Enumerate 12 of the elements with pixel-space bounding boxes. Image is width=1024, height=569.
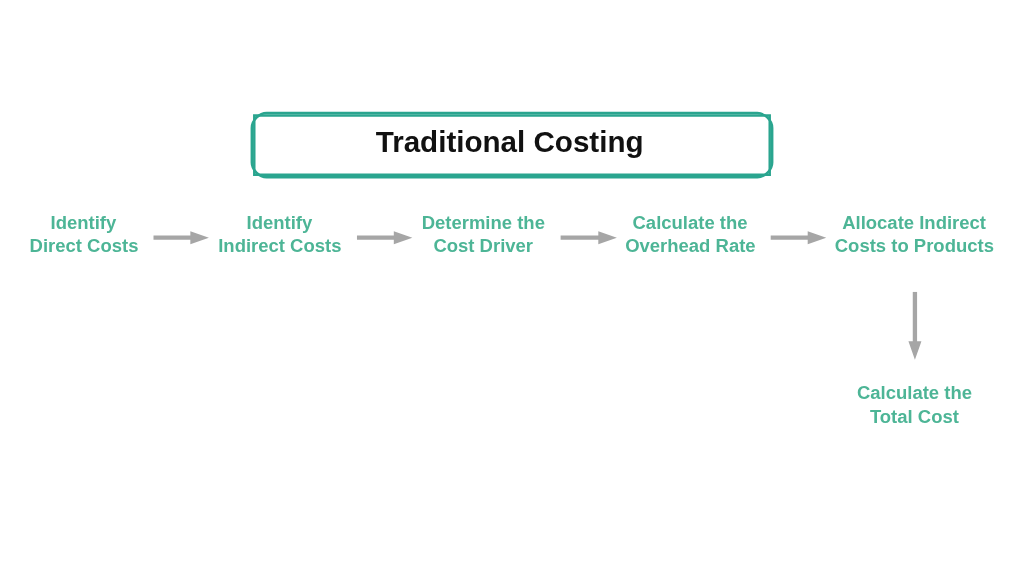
arrow	[560, 231, 617, 245]
arrow	[908, 291, 922, 360]
arrow	[356, 231, 413, 245]
node-text: Calculate the Overhead Rate	[625, 212, 756, 257]
node-text: Calculate the Total Cost	[856, 382, 973, 427]
node-text: Identify Direct Costs	[29, 212, 139, 257]
node-text: Allocate Indirect Costs to Products	[834, 212, 994, 257]
arrow	[153, 231, 209, 245]
node-text: Determine the Cost Driver	[421, 212, 545, 257]
arrow	[770, 231, 827, 245]
node-text: Identify Indirect Costs	[218, 212, 342, 257]
diagram-title: Traditional Costing	[375, 124, 644, 158]
